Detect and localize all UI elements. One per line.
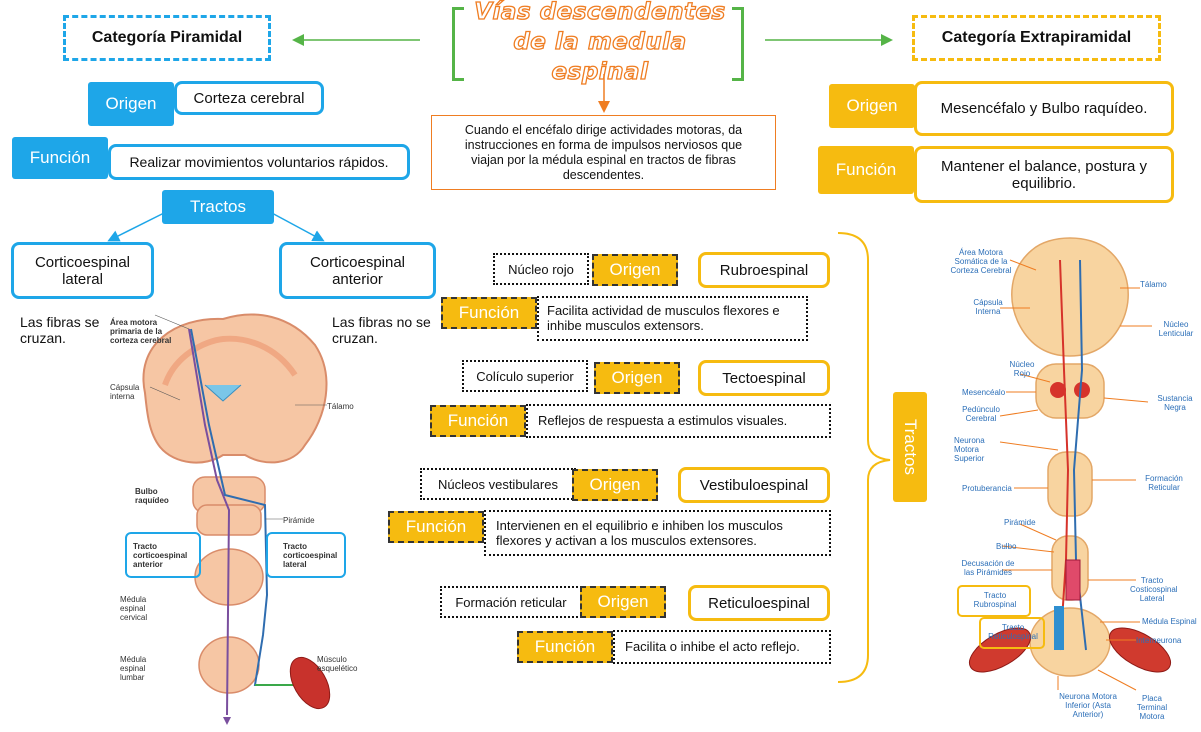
tract-funcion-rubro: Facilita actividad de musculos flexores … — [537, 296, 808, 341]
tract-name-reticulo: Reticuloespinal — [688, 585, 830, 621]
tract-origen-tag-vestibulo: Origen — [572, 469, 658, 501]
fig-medula-lumbar: Médula espinal lumbar — [120, 655, 147, 682]
fig-area-motora: Área motora primaria de la corteza cereb… — [110, 318, 172, 345]
efig-nucleo-rojo: Núcleo Rojo — [1009, 360, 1035, 378]
extrapyramidal-illustration — [957, 237, 1172, 691]
tract-origen-tag-rubro: Origen — [592, 254, 678, 286]
piramidal-origen-box: Corteza cerebral — [174, 81, 324, 115]
piramidal-origen-tag: Origen — [88, 82, 174, 126]
fig-talamo: Tálamo — [327, 402, 354, 411]
efig-interneurona: Interneurona — [1136, 636, 1182, 645]
tract-origin-rubro: Núcleo rojo — [493, 253, 589, 285]
efig-bulbo: Bulbo — [996, 542, 1017, 551]
efig-medula-espinal: Médula Espinal — [1142, 617, 1197, 626]
efig-neurona-inferior: Neurona Motora Inferior (Asta Anterior) — [1059, 692, 1117, 719]
tract-funcion-tag-tecto: Función — [430, 405, 526, 437]
efig-tracto-costicospinal: Tracto Costicospinal Lateral — [1130, 576, 1178, 603]
fig-tracto-anterior: Tracto corticoespinal anterior — [133, 542, 188, 569]
intro-box: Cuando el encéfalo dirige actividades mo… — [431, 115, 776, 190]
fig-piramide: Pirámide — [283, 516, 315, 525]
efig-tracto-rubrospinal: Tracto Rubrospinal — [973, 591, 1017, 609]
fig-medula-cervical: Médula espinal cervical — [120, 595, 148, 622]
piramidal-figure: Área motora primaria de la corteza cereb… — [105, 305, 365, 727]
efig-placa-terminal: Placa Terminal Motora — [1136, 694, 1168, 721]
corticoespinal-anterior-box: Corticoespinal anterior — [279, 242, 436, 299]
fig-musculo: Músculo esquelético — [317, 655, 358, 673]
efig-mesencefalo: Mesencéalo — [962, 388, 1006, 397]
tract-origin-reticulo: Formación reticular — [440, 586, 582, 618]
title-line-2: de la medula espinal — [513, 28, 687, 85]
extrapiramidal-heading: Categoría Extrapiramidal — [912, 15, 1161, 61]
efig-area-motora: Área Motora Somática de la Corteza Cereb… — [950, 248, 1012, 275]
efig-nucleo-lenticular: Núcleo Lenticular — [1158, 320, 1194, 338]
extrapiramidal-funcion-box: Mantener el balance, postura y equilibri… — [914, 146, 1174, 203]
title-bracket-right — [732, 7, 744, 81]
tract-funcion-reticulo: Facilita o inhibe el acto reflejo. — [613, 630, 831, 664]
piramidal-funcion-box: Realizar movimientos voluntarios rápidos… — [108, 144, 410, 180]
efig-talamo: Tálamo — [1140, 280, 1167, 289]
efig-sustancia-negra: Sustancia Negra — [1157, 394, 1193, 412]
title-bracket — [452, 7, 744, 81]
efig-capsula: Cápsula Interna — [973, 298, 1003, 316]
title-line-1: Vías descendentes — [474, 0, 726, 26]
tract-funcion-tag-reticulo: Función — [517, 631, 613, 663]
tract-origin-vestibulo: Núcleos vestibulares — [420, 468, 576, 500]
efig-protuberancia: Protuberancia — [962, 484, 1012, 493]
corticoespinal-lateral-box: Corticoespinal lateral — [11, 242, 154, 299]
tract-name-vestibulo: Vestibuloespinal — [678, 467, 830, 503]
efig-neurona-superior: Neurona Motora Superior — [954, 436, 985, 463]
extrapiramidal-origen-box: Mesencéfalo y Bulbo raquídeo. — [914, 81, 1174, 136]
fig-bulbo: Bulbo raquídeo — [135, 487, 169, 505]
efig-formacion-reticular: Formación Reticular — [1145, 474, 1183, 492]
piramidal-heading: Categoría Piramidal — [63, 15, 271, 61]
tract-funcion-tecto: Reflejos de respuesta a estimulos visual… — [526, 404, 831, 438]
extrapiramidal-origen-tag: Origen — [829, 84, 915, 128]
tract-origin-tecto: Colículo superior — [462, 360, 588, 392]
tract-funcion-vestibulo: Intervienen en el equilibrio e inhiben l… — [484, 510, 831, 556]
anterior-note: Las fibras no se cruzan. — [332, 314, 431, 346]
tract-name-rubro: Rubroespinal — [698, 252, 830, 288]
piramidal-funcion-tag: Función — [12, 137, 108, 179]
tract-origen-tag-reticulo: Origen — [580, 586, 666, 618]
efig-decusacion: Decusación de las Pirámides — [961, 559, 1015, 577]
corticospinal-illustration — [125, 313, 346, 725]
tractos-vertical-label: Tractos — [901, 418, 921, 476]
tract-name-tecto: Tectoespinal — [698, 360, 830, 396]
piramidal-tractos-tag: Tractos — [162, 190, 274, 224]
title-bracket-left — [452, 7, 464, 81]
tractos-vertical-tag: Tractos — [893, 392, 927, 502]
tract-origen-tag-tecto: Origen — [594, 362, 680, 394]
extrapiramidal-funcion-tag: Función — [818, 146, 914, 194]
fig-capsula: Cápsula interna — [110, 383, 140, 401]
fig-tracto-lateral: Tracto corticoespinal lateral — [283, 542, 338, 569]
efig-tracto-reticulospinal: Tracto Reticulospinal — [988, 623, 1038, 641]
efig-pedunculo: Pedúnculo Cerebral — [962, 405, 1000, 423]
efig-piramide: Pirámide — [1004, 518, 1036, 527]
lateral-note: Las fibras se cruzan. — [20, 314, 100, 346]
tract-funcion-tag-rubro: Función — [441, 297, 537, 329]
tract-funcion-tag-vestibulo: Función — [388, 511, 484, 543]
extrapiramidal-figure: Área Motora Somática de la Corteza Cereb… — [940, 230, 1201, 727]
page-title: Vías descendentes de la medula espinal — [462, 0, 738, 86]
